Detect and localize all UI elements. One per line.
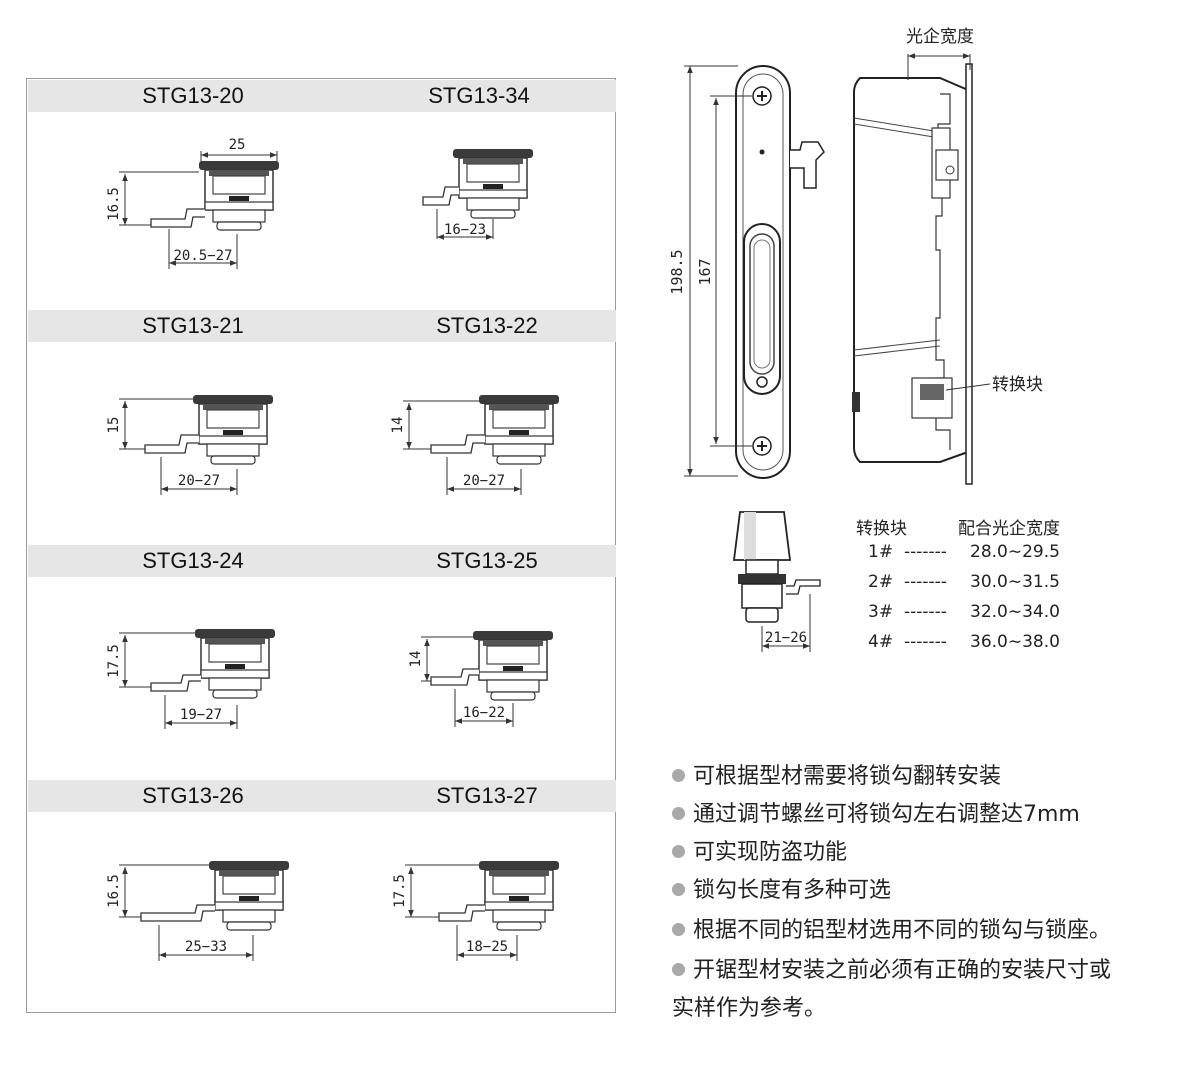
- latch-drawing-stg13-25: 14 16−22: [408, 630, 554, 727]
- dim-range: 19−27: [180, 707, 222, 723]
- model-header-bar: [28, 780, 616, 812]
- dim-height: 14: [408, 651, 424, 668]
- dim-width: 25: [229, 137, 246, 153]
- feature-item: 开锯型材安装之前必须有正确的安装尺寸或: [672, 956, 1111, 986]
- latch-drawing-stg13-21: 15 20−27: [106, 394, 274, 495]
- model-title: STG13-24: [142, 548, 244, 573]
- model-title: STG13-20: [142, 83, 244, 108]
- dim-hole-spacing: 167: [696, 258, 714, 285]
- feature-item-continued: 实样作为参考。: [672, 996, 827, 1021]
- dim-range: 16−22: [463, 705, 505, 721]
- table-row-range: 30.0∼31.5: [970, 572, 1060, 592]
- dim-height: 15: [106, 417, 122, 434]
- bullet-icon: [672, 845, 685, 858]
- latch-drawing-stg13-27: 17.5 18−25: [392, 860, 560, 961]
- table-row-id: 3#: [868, 602, 894, 622]
- dim-range: 16−23: [444, 222, 486, 238]
- table-row-id: 4#: [868, 632, 894, 652]
- feature-item: 可实现防盗功能: [672, 838, 847, 868]
- table-header-block: 转换块: [856, 519, 907, 539]
- model-header-bar: [28, 80, 616, 112]
- dim-range: 20−27: [178, 473, 220, 489]
- table-row-id: 1#: [868, 542, 894, 562]
- width-label: 光企宽度: [906, 27, 974, 47]
- bullet-icon: [672, 883, 685, 896]
- block-label: 转换块: [992, 375, 1043, 395]
- table-row-range: 28.0∼29.5: [970, 542, 1060, 562]
- table-row-range: 36.0∼38.0: [970, 632, 1060, 652]
- model-title: STG13-34: [428, 83, 530, 108]
- table-row-dash: -------: [904, 542, 947, 562]
- bullet-icon: [672, 807, 685, 820]
- dim-height: 16.5: [106, 187, 122, 221]
- lock-side-view: [852, 63, 973, 485]
- model-drawings: 25 16.5 20.5−27 16−23 15 20−27: [106, 137, 560, 961]
- dim-range: 25−33: [185, 939, 227, 955]
- dim-range: 20−27: [463, 473, 505, 489]
- model-header-bar: [28, 545, 616, 577]
- feature-item: 根据不同的铝型材选用不同的锁勾与锁座。: [672, 916, 1111, 946]
- dim-height: 17.5: [106, 644, 122, 678]
- dim-range: 21−26: [765, 630, 807, 646]
- model-title: STG13-22: [436, 313, 538, 338]
- table-row-range: 32.0∼34.0: [970, 602, 1060, 622]
- model-header-bar: [28, 310, 616, 342]
- latch-drawing-stg13-26: 16.5 25−33: [106, 860, 290, 961]
- model-title: STG13-21: [142, 313, 244, 338]
- dim-range: 18−25: [466, 939, 508, 955]
- table-row-dash: -------: [904, 632, 947, 652]
- dim-total-length: 198.5: [668, 249, 686, 294]
- feature-item: 通过调节螺丝可将锁勾左右调整达7mm: [672, 800, 1080, 830]
- bullet-icon: [672, 769, 685, 782]
- feature-item: 可根据型材需要将锁勾翻转安装: [672, 762, 1001, 792]
- main-lock-drawing: 198.5 167 光企宽度 转换块 21−26: [668, 27, 1043, 652]
- model-title: STG13-25: [436, 548, 538, 573]
- dim-height: 14: [390, 417, 406, 434]
- feature-item: 锁勾长度有多种可选: [672, 876, 891, 906]
- model-title: STG13-27: [436, 783, 538, 808]
- latch-drawing-stg13-24: 17.5 19−27: [106, 628, 276, 729]
- table-row-dash: -------: [904, 572, 947, 592]
- bullet-icon: [672, 963, 685, 976]
- bullet-icon: [672, 923, 685, 936]
- dim-height: 17.5: [392, 874, 408, 908]
- model-title: STG13-26: [142, 783, 244, 808]
- dim-height: 16.5: [106, 874, 122, 908]
- dim-range: 20.5−27: [173, 248, 232, 264]
- table-row-id: 2#: [868, 572, 894, 592]
- models-panel: STG13-20 STG13-34 STG13-21 STG13-22 STG1…: [26, 78, 616, 1013]
- table-header-width: 配合光企宽度: [958, 519, 1060, 539]
- latch-drawing-stg13-20: 25 16.5 20.5−27: [106, 137, 280, 269]
- latch-drawing-stg13-22: 14 20−27: [390, 394, 560, 495]
- lock-front-plate: [735, 65, 825, 479]
- conversion-block-drawing: 21−26: [732, 511, 821, 652]
- latch-drawing-stg13-34: 16−23: [422, 148, 534, 240]
- table-row-dash: -------: [904, 602, 947, 622]
